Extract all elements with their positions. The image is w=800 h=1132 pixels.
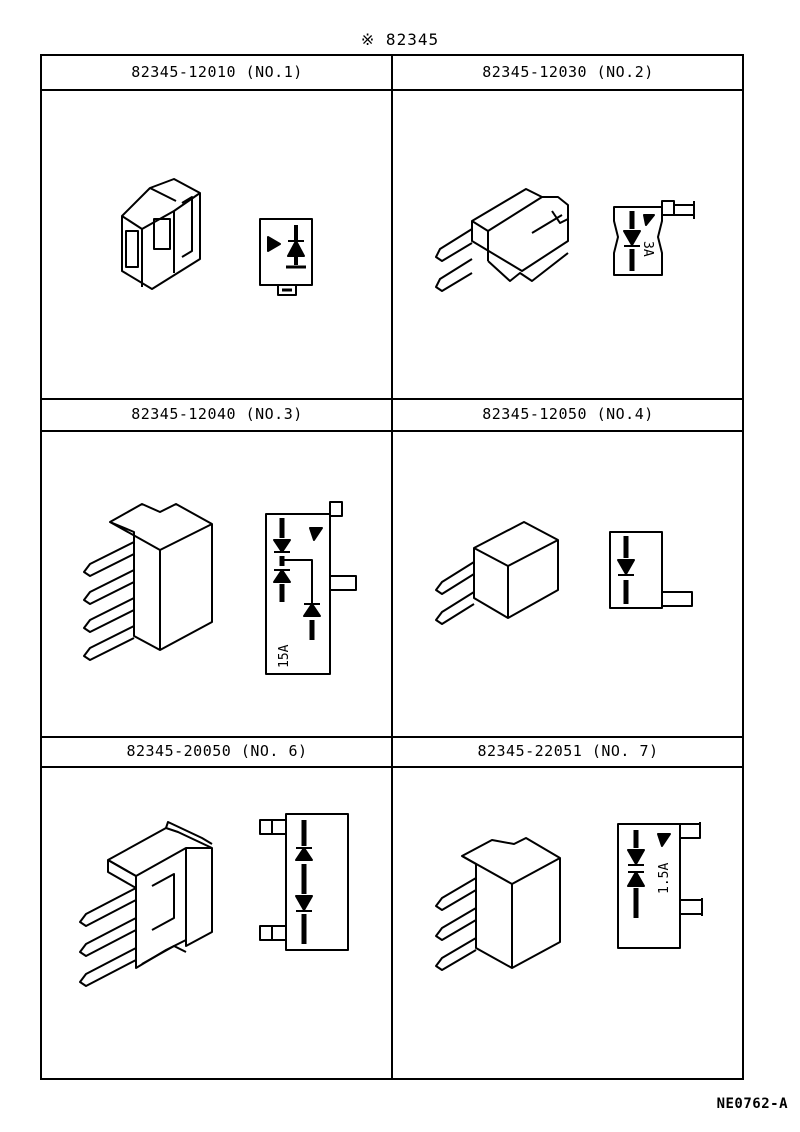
connector-drawing — [79, 813, 349, 987]
part-cell-no2: 82345-12030 (NO.2) — [392, 56, 744, 399]
part-cell-no3: 82345-12040 (NO.3) — [42, 399, 392, 737]
rating-label: 15A — [277, 644, 292, 668]
part-number-label: 82345-20050 (NO. 6) — [42, 737, 392, 768]
part-illustration: 15A — [42, 432, 392, 737]
rating-label: 1.5A — [657, 863, 672, 894]
part-cell-no7: 82345-22051 (NO. 7) — [392, 737, 744, 1080]
diode-symbol-box — [613, 206, 663, 276]
part-illustration — [42, 91, 392, 399]
diode-symbol-box — [265, 513, 331, 675]
part-cell-no6: 82345-20050 (NO. 6) — [42, 737, 392, 1080]
part-illustration: 1.5A — [392, 768, 744, 1080]
part-number-label: 82345-12010 (NO.1) — [42, 56, 392, 91]
part-number-label: 82345-22051 (NO. 7) — [392, 737, 744, 768]
part-number-label: 82345-12050 (NO.4) — [392, 399, 744, 432]
part-illustration: 3A — [392, 91, 744, 399]
diode-symbol-box — [285, 813, 349, 951]
part-number-label: 82345-12030 (NO.2) — [392, 56, 744, 91]
grid-divider-vertical — [391, 56, 393, 1078]
catalog-grid: 82345-12010 (NO.1) — [40, 54, 744, 1080]
rating-label: 3A — [640, 241, 655, 257]
part-illustration — [392, 432, 744, 737]
grid-divider-row-1 — [42, 398, 742, 400]
diode-symbol-box — [259, 218, 313, 286]
diode-symbol-box — [609, 531, 663, 609]
connector-drawing: 15A — [83, 501, 357, 675]
part-cell-no4: 82345-12050 (NO.4) — [392, 399, 744, 737]
connector-drawing: 1.5A — [435, 822, 703, 971]
page-title: ※ 82345 — [360, 30, 440, 49]
part-number-label: 82345-12040 (NO.3) — [42, 399, 392, 432]
connector-drawing — [435, 521, 693, 625]
grid-divider-row-2 — [42, 736, 742, 738]
part-cell-no1: 82345-12010 (NO.1) — [42, 56, 392, 399]
part-illustration — [42, 768, 392, 1080]
connector-drawing — [121, 178, 313, 296]
connector-drawing: 3A — [435, 188, 695, 292]
drawing-code: NE0762-A — [716, 1096, 788, 1112]
